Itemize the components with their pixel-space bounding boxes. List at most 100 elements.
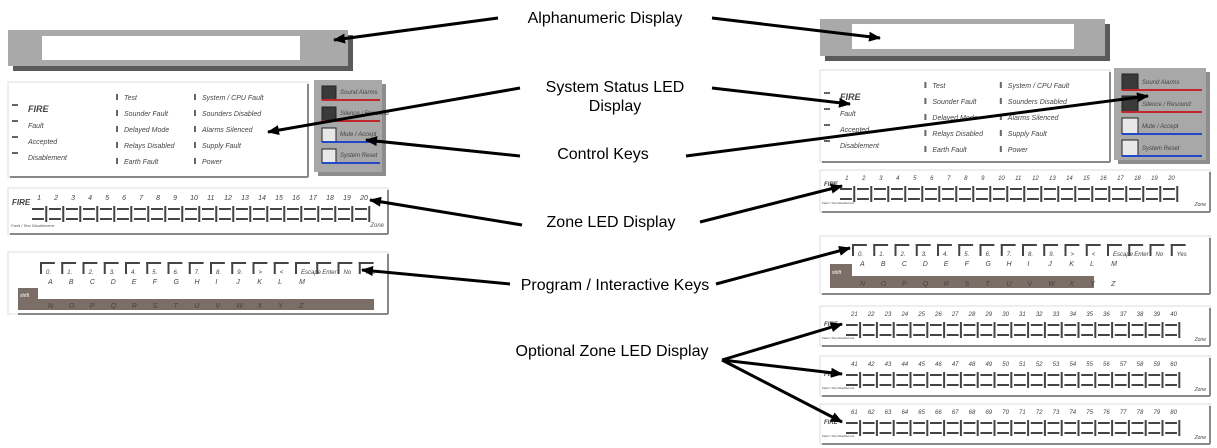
optional-zone-led bbox=[1014, 334, 1026, 336]
optional-zone-number: 65 bbox=[918, 410, 925, 416]
left-zone-led bbox=[219, 218, 231, 220]
program-key-marker bbox=[167, 262, 183, 264]
left-zone-divider bbox=[368, 206, 371, 222]
optional-zone-number: 74 bbox=[1069, 410, 1076, 416]
label-program-interactive-keys: Program / Interactive Keys bbox=[520, 277, 710, 294]
optional-zone-led bbox=[846, 384, 858, 386]
optional-zone-divider bbox=[1043, 322, 1046, 338]
optional-zone-led bbox=[1047, 432, 1060, 434]
optional-zone-led bbox=[1064, 384, 1077, 386]
program-key-letter: I bbox=[215, 279, 217, 286]
optional-zone-number: 77 bbox=[1120, 410, 1127, 416]
status-label: Fault bbox=[840, 111, 857, 118]
left-zone-number: 14 bbox=[258, 195, 266, 202]
optional-zone-led bbox=[913, 432, 925, 434]
right-zone-led bbox=[1027, 188, 1039, 190]
left-zone-number: 15 bbox=[275, 195, 283, 202]
label-alphanumeric-display: Alphanumeric Display bbox=[527, 10, 683, 27]
optional-zone-number: 41 bbox=[851, 362, 858, 368]
program-key-marker bbox=[337, 262, 353, 264]
optional-zone-divider bbox=[1094, 372, 1097, 388]
left-alphanumeric-display bbox=[8, 30, 353, 71]
optional-zone-led bbox=[963, 324, 976, 326]
optional-zone-led bbox=[846, 334, 858, 336]
svg-text:Fault / Test Disablement: Fault / Test Disablement bbox=[11, 223, 55, 228]
status-label: Alarms Silenced bbox=[1007, 115, 1060, 122]
label-control-keys: Control Keys bbox=[557, 146, 649, 163]
program-key-letter: B bbox=[69, 279, 74, 286]
optional-zone-number: 57 bbox=[1120, 362, 1127, 368]
left-zone-divider bbox=[266, 206, 269, 222]
left-zone-divider bbox=[334, 206, 337, 222]
status-label: Disablement bbox=[28, 155, 68, 162]
program-key-top: 9. bbox=[237, 270, 242, 276]
optional-zone-divider bbox=[859, 322, 862, 338]
status-led bbox=[194, 158, 196, 164]
optional-zone-led bbox=[930, 374, 942, 376]
optional-zone-divider bbox=[1027, 322, 1030, 338]
optional-zone-divider bbox=[1060, 372, 1063, 388]
optional-zone-led bbox=[1148, 384, 1161, 386]
right-zone-led bbox=[840, 188, 852, 190]
optional-zone-led bbox=[1131, 334, 1144, 336]
right-zone-divider bbox=[1040, 186, 1043, 202]
optional-zone-divider bbox=[993, 322, 996, 338]
right-zone-led bbox=[1027, 198, 1039, 200]
optional-zone-led bbox=[1030, 334, 1043, 336]
control-key-1 bbox=[321, 106, 337, 122]
program-key-letter: D bbox=[923, 261, 928, 268]
control-key-label: System Reset bbox=[340, 153, 378, 159]
optional-zone-led bbox=[1114, 422, 1127, 424]
optional-zone-divider bbox=[859, 372, 862, 388]
status-label: Sounder Fault bbox=[124, 111, 169, 118]
control-key-2 bbox=[321, 127, 337, 143]
left-zone-led bbox=[236, 208, 248, 210]
optional-zone-divider bbox=[959, 420, 962, 436]
right-zone-led bbox=[874, 188, 886, 190]
status-led bbox=[12, 152, 18, 154]
left-zone-number: 13 bbox=[241, 195, 249, 202]
program-key-letter: V bbox=[215, 303, 221, 310]
right-zone-number: 5 bbox=[913, 176, 917, 182]
optional-zone-divider bbox=[976, 372, 979, 388]
optional-zone-led bbox=[913, 422, 925, 424]
optional-zone-led bbox=[862, 432, 875, 434]
left-zone-divider bbox=[147, 206, 150, 222]
program-key-top: 0. bbox=[858, 252, 863, 258]
left-zone-led bbox=[321, 208, 333, 210]
program-key-letter: E bbox=[132, 279, 137, 286]
program-key-letter: Q bbox=[111, 303, 117, 310]
program-key-marker bbox=[252, 262, 255, 274]
optional-zone-led bbox=[1131, 384, 1144, 386]
right-zone-divider bbox=[887, 186, 890, 202]
optional-zone-led bbox=[1047, 384, 1060, 386]
optional-zone-number: 42 bbox=[868, 362, 875, 368]
optional-zone-led bbox=[1114, 334, 1127, 336]
optional-zone-number: 43 bbox=[885, 362, 892, 368]
left-zone-number: 7 bbox=[139, 195, 144, 202]
program-key-marker bbox=[188, 262, 191, 274]
optional-zone-divider bbox=[1111, 420, 1114, 436]
optional-zone-number: 68 bbox=[969, 410, 976, 416]
optional-zone-number: 45 bbox=[918, 362, 925, 368]
left-zone-divider bbox=[249, 206, 252, 222]
optional-zone-led bbox=[846, 422, 858, 424]
status-led bbox=[999, 82, 1002, 88]
optional-zone-number: 51 bbox=[1019, 362, 1026, 368]
control-key-3 bbox=[1121, 139, 1139, 157]
optional-zone-divider bbox=[1144, 372, 1147, 388]
right-zone-number: 7 bbox=[947, 176, 951, 182]
program-key-marker bbox=[40, 262, 55, 264]
program-key-marker bbox=[1043, 244, 1046, 256]
optional-zone-divider bbox=[892, 372, 895, 388]
optional-zone-led bbox=[1064, 374, 1077, 376]
program-key-marker bbox=[1000, 244, 1003, 256]
status-led bbox=[999, 98, 1002, 104]
optional-zone-number: 40 bbox=[1170, 312, 1177, 318]
program-key-marker bbox=[1085, 244, 1101, 246]
optional-zone-led bbox=[1131, 422, 1144, 424]
right-zone-divider bbox=[1159, 186, 1162, 202]
callout-arrows bbox=[267, 16, 1149, 424]
right-zone-led bbox=[976, 198, 988, 200]
